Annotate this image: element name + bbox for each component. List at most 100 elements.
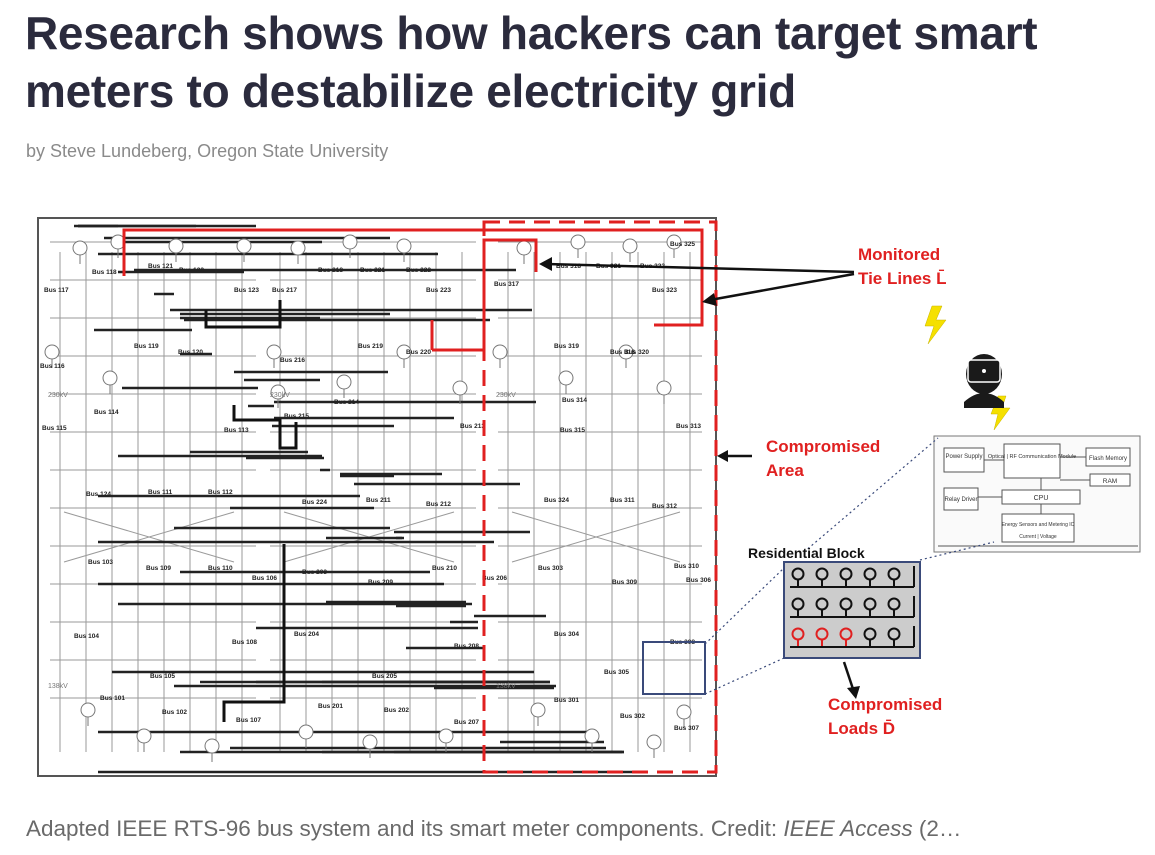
bus-label: Bus 111 bbox=[148, 489, 173, 496]
callout-arrows bbox=[545, 262, 856, 693]
bus-label: Bus 302 bbox=[620, 713, 645, 720]
meter-connectors bbox=[704, 437, 995, 695]
bus-label: Bus 124 bbox=[86, 491, 111, 498]
bus-label: Bus 319 bbox=[554, 343, 579, 350]
figure-caption: Adapted IEEE RTS-96 bus system and its s… bbox=[26, 816, 1144, 842]
hacker-icon bbox=[964, 354, 1004, 408]
region-label: 230kV bbox=[270, 392, 290, 399]
bus-label: Bus 119 bbox=[134, 343, 159, 350]
bus-label: Bus 223 bbox=[426, 287, 451, 294]
bus-label: Bus 316 bbox=[610, 349, 635, 356]
bus-label: Bus 121 bbox=[148, 263, 173, 270]
meter-box bbox=[642, 641, 706, 695]
bus-label: Bus 117 bbox=[44, 287, 69, 294]
caption-source[interactable]: IEEE Access bbox=[783, 816, 913, 841]
bus-label: Bus 101 bbox=[100, 695, 125, 702]
bus-label: Bus 224 bbox=[302, 499, 327, 506]
current-voltage-label: Current | Voltage bbox=[1019, 534, 1057, 540]
bus-label: Bus 325 bbox=[670, 241, 695, 248]
metering-ic-label: Energy Sensors and Metering IC bbox=[1002, 522, 1075, 528]
bus-label: Bus 105 bbox=[150, 673, 175, 680]
bus-label: Bus 209 bbox=[368, 579, 393, 586]
callout-area: Area bbox=[766, 461, 804, 480]
monitored-tie-lines bbox=[122, 228, 704, 352]
bus-label: Bus 318 bbox=[556, 263, 581, 270]
bus-label: Bus 212 bbox=[426, 501, 451, 508]
region-label: 230kV bbox=[48, 392, 68, 399]
flash-memory-label: Flash Memory bbox=[1089, 456, 1127, 462]
bus-label: Bus 215 bbox=[284, 413, 309, 420]
bus-label: Bus 311 bbox=[610, 497, 635, 504]
bus-label: Bus 315 bbox=[560, 427, 585, 434]
caption-text: Adapted IEEE RTS-96 bus system and its s… bbox=[26, 816, 784, 841]
metering-ic-box bbox=[1001, 513, 1075, 543]
bus-label: Bus 216 bbox=[280, 357, 305, 364]
bus-label: Bus 123 bbox=[234, 287, 259, 294]
bus-label: Bus 313 bbox=[676, 423, 701, 430]
bus-label: Bus 114 bbox=[94, 409, 119, 416]
bus-label: Bus 103 bbox=[88, 559, 113, 566]
bus-label: Bus 303 bbox=[538, 565, 563, 572]
bus-label: Bus 104 bbox=[74, 633, 99, 640]
callout-compromised-area: Compromised bbox=[766, 437, 880, 456]
bus-label: Bus 107 bbox=[236, 717, 261, 724]
bus-label: Bus 304 bbox=[554, 631, 579, 638]
bus-label: Bus 207 bbox=[454, 719, 479, 726]
callout-monitored: Monitored bbox=[858, 245, 940, 264]
compromised-area-box bbox=[482, 220, 718, 774]
bus-label: Bus 219 bbox=[358, 343, 383, 350]
bus-label: Bus 201 bbox=[318, 703, 343, 710]
power-supply-box bbox=[943, 447, 985, 473]
bus-label: Bus 211 bbox=[366, 497, 391, 504]
bus-label: Bus 203 bbox=[302, 569, 327, 576]
comm-module-label: Optical | RF Communication Module bbox=[988, 454, 1076, 460]
article-headline: Research shows how hackers can target sm… bbox=[25, 7, 1038, 117]
bus-label: Bus 320 bbox=[624, 349, 649, 356]
bus-label: Bus 118 bbox=[92, 269, 117, 276]
ram-label: RAM bbox=[1103, 478, 1117, 485]
bus-label: Bus 301 bbox=[554, 697, 579, 704]
region-label: 230kV bbox=[496, 392, 516, 399]
residential-block-title: Residential Block bbox=[748, 545, 865, 561]
relay-driver-box bbox=[943, 487, 979, 511]
bus-label: Bus 115 bbox=[42, 425, 67, 432]
callout-tie-lines: Tie Lines L̄ bbox=[858, 269, 947, 288]
bus-label: Bus 307 bbox=[674, 725, 699, 732]
bus-label: Bus 222 bbox=[406, 267, 431, 274]
bus-label: Bus 108 bbox=[232, 639, 257, 646]
article-byline[interactable]: by Steve Lundeberg, Oregon State Univers… bbox=[26, 141, 389, 161]
bus-label: Bus 113 bbox=[224, 427, 249, 434]
bus-label: Bus 314 bbox=[562, 397, 587, 404]
lightning-icon bbox=[924, 305, 947, 345]
power-supply-label: Power Supply bbox=[945, 454, 982, 460]
bus-label: Bus 306 bbox=[686, 577, 711, 584]
generator-symbols bbox=[44, 234, 692, 762]
highlighted-lines bbox=[204, 300, 298, 722]
bus-label: Bus 309 bbox=[612, 579, 637, 586]
bus-label: Bus 120 bbox=[178, 349, 203, 356]
cpu-label: CPU bbox=[1034, 495, 1049, 502]
relay-driver-label: Relay Driver bbox=[944, 497, 977, 503]
bus-label: Bus 213 bbox=[460, 423, 485, 430]
bus-label: Bus 220 bbox=[406, 349, 431, 356]
caption-tail: (2… bbox=[912, 816, 962, 841]
bus-label: Bus 206 bbox=[482, 575, 507, 582]
bus-label: Bus 110 bbox=[208, 565, 233, 572]
bus-label: Bus 205 bbox=[372, 673, 397, 680]
bus-label: Bus 106 bbox=[252, 575, 277, 582]
bus-label: Bus 305 bbox=[604, 669, 629, 676]
bus-label: Bus 317 bbox=[494, 281, 519, 288]
region-label: 138kV bbox=[48, 683, 68, 690]
bus-label: Bus 202 bbox=[384, 707, 409, 714]
residential-loads bbox=[790, 566, 915, 648]
bus-label: Bus 102 bbox=[162, 709, 187, 716]
callout-loads: Loads D̄ bbox=[828, 719, 895, 738]
bus-label: Bus 204 bbox=[294, 631, 319, 638]
bus-label: Bus 218 bbox=[318, 267, 343, 274]
bus-label: Bus 310 bbox=[674, 563, 699, 570]
smart-meter-diagram: Power Supply Optical | RF Communication … bbox=[933, 435, 1141, 553]
bus-label: Bus 116 bbox=[40, 363, 65, 370]
